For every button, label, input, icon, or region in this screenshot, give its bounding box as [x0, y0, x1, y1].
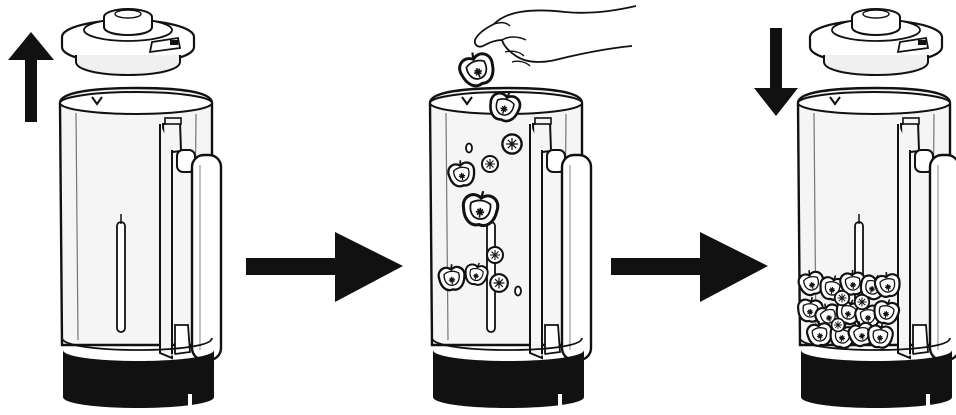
jug-base — [800, 349, 953, 409]
blender-jug-empty — [58, 86, 223, 362]
jug-base — [432, 349, 585, 409]
seed — [514, 285, 522, 297]
round-slice — [830, 317, 846, 333]
round-slice — [853, 293, 871, 311]
arrow-up-icon — [8, 32, 54, 122]
step-3-replace-lid — [754, 7, 956, 409]
round-slice — [501, 133, 523, 155]
apple-piece — [453, 45, 500, 92]
step-1-remove-lid — [8, 7, 223, 409]
right-arrow-icon — [246, 232, 403, 302]
seed — [465, 142, 473, 154]
round-slice — [833, 289, 851, 307]
step-2-add-fruit — [428, 5, 637, 409]
blender-jug-filling — [428, 86, 593, 362]
lid-raised — [808, 7, 944, 77]
right-arrow-icon — [611, 232, 768, 302]
round-slice — [481, 155, 499, 173]
round-slice — [489, 273, 509, 293]
lid-raised — [60, 7, 196, 77]
round-slice — [486, 246, 504, 264]
arrow-down-icon — [754, 28, 798, 116]
hand-dropping-fruit — [473, 5, 637, 67]
jug-base — [62, 349, 215, 409]
fruit-pile — [795, 266, 903, 351]
